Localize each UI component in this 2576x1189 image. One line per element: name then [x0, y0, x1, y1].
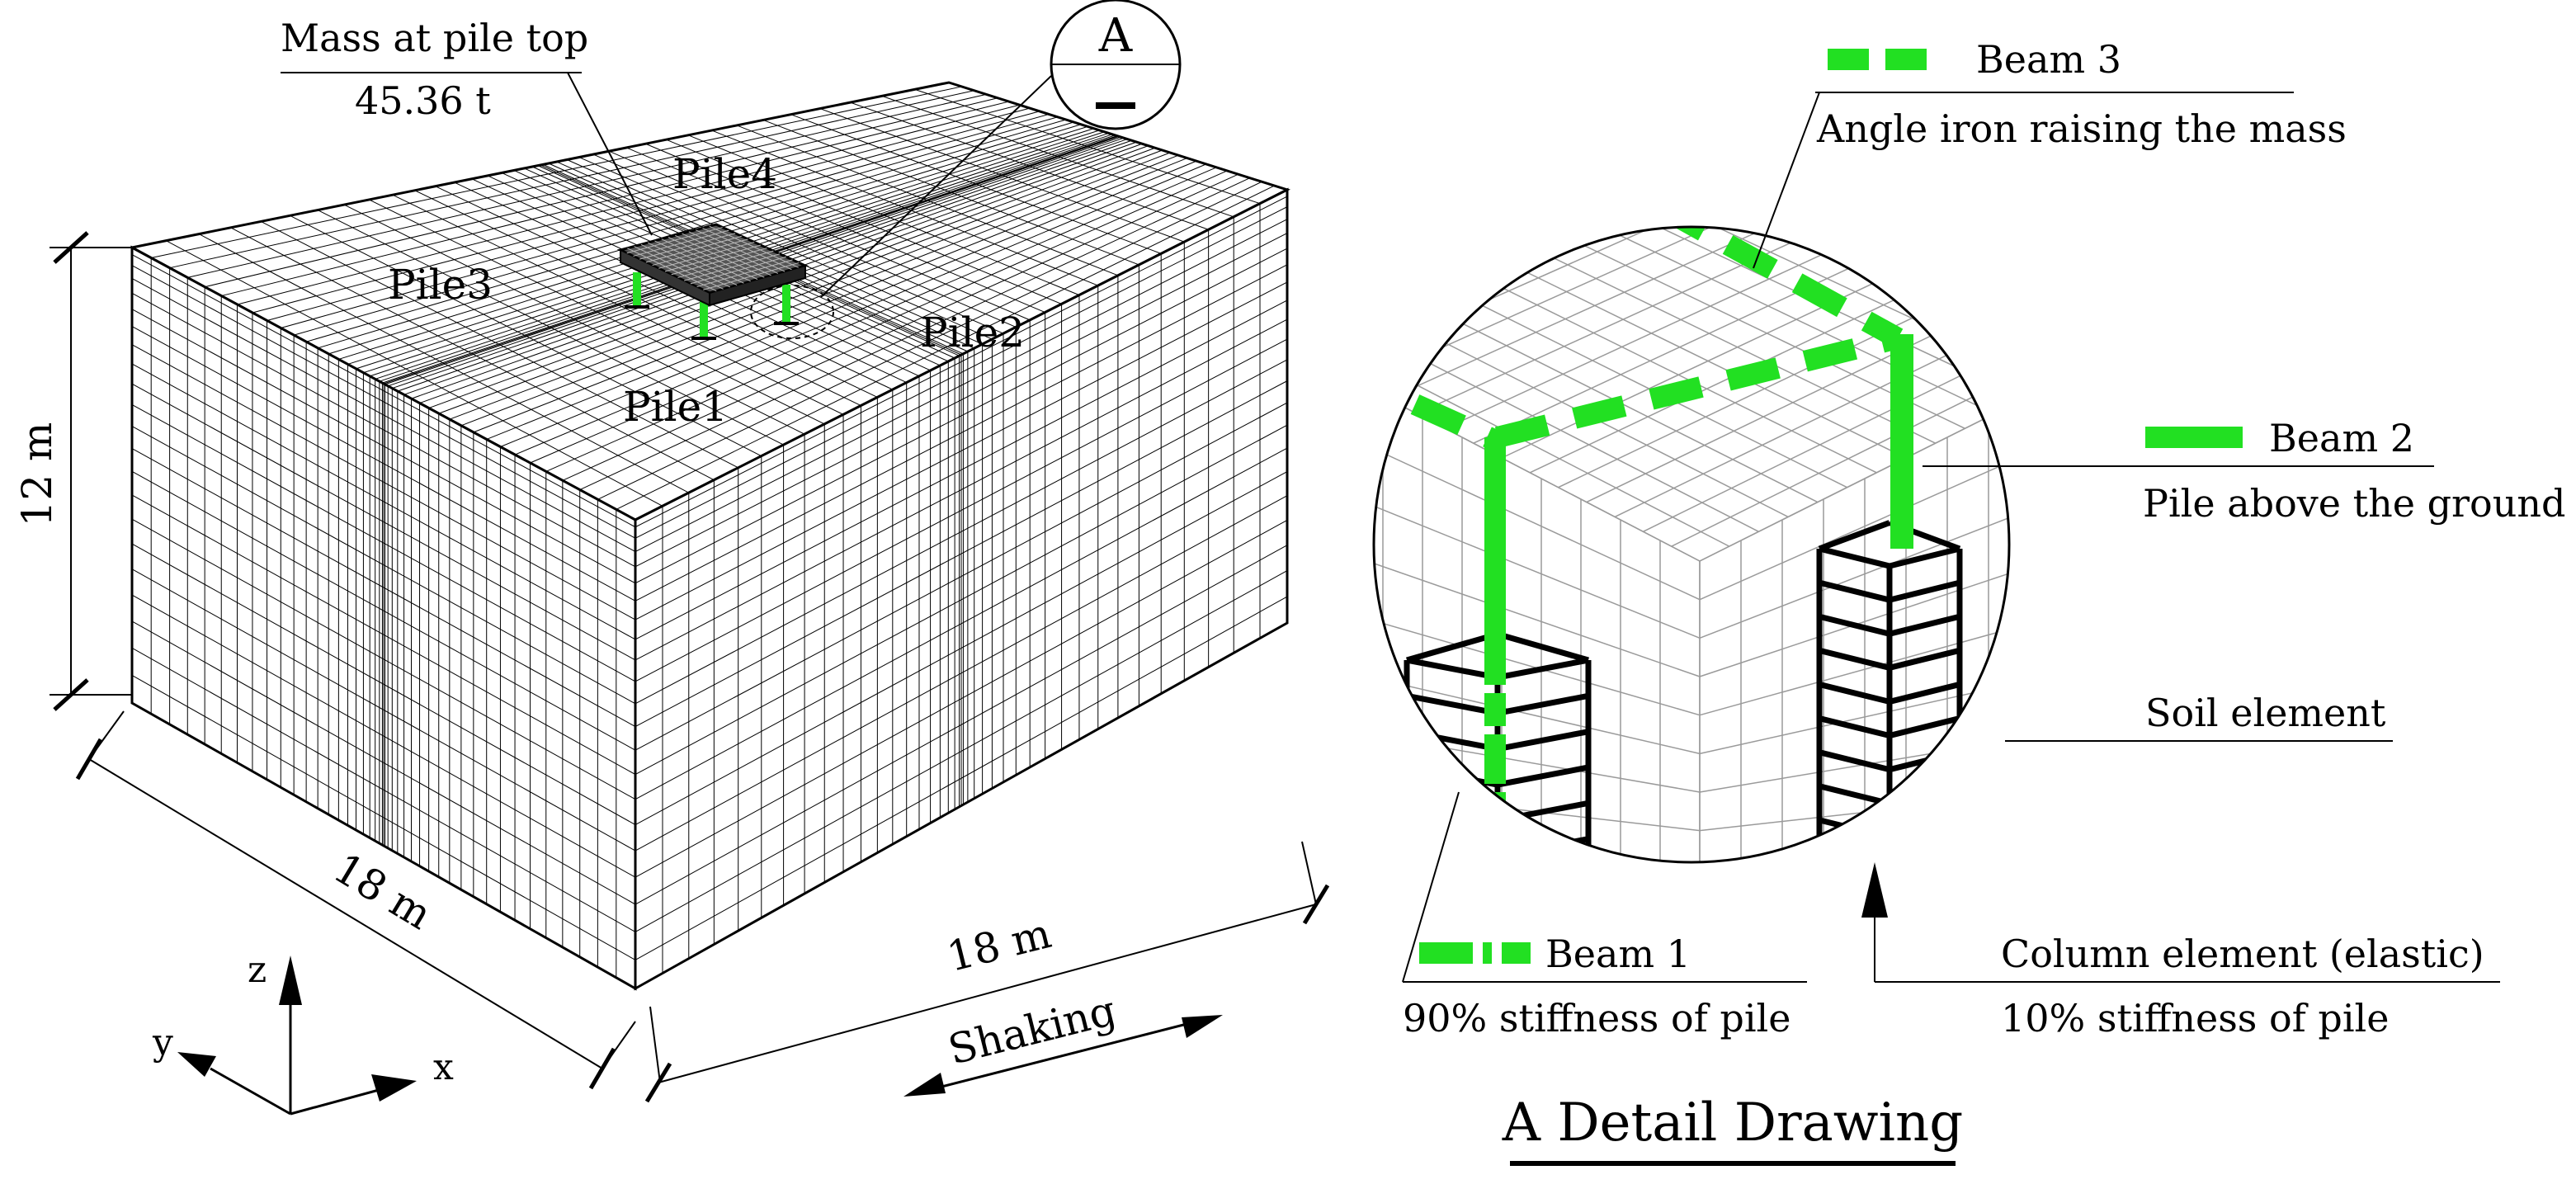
beam3-name: Beam 3: [1976, 37, 2121, 82]
callout-a: A: [820, 0, 1182, 298]
column-element-right: [1816, 520, 1963, 862]
callout-a-letter: A: [1098, 9, 1133, 63]
column-annotation: Column element (elastic) 10% stiffness o…: [1861, 862, 2500, 1040]
beam2-annotation: Beam 2 Pile above the ground: [1923, 416, 2565, 526]
shaking-label: Shaking: [944, 986, 1121, 1073]
y-axis-arrow-icon: [177, 1052, 216, 1077]
beam1-desc: 90% stiffness of pile: [1403, 996, 1790, 1040]
y-axis-label: y: [152, 1022, 173, 1064]
detail-title: A Detail Drawing: [1502, 1092, 1963, 1154]
mass-value: 45.36 t: [355, 78, 491, 123]
soil-annotation: Soil element: [2005, 691, 2393, 742]
beam1-name: Beam 1: [1545, 932, 1691, 976]
pile-1: [691, 299, 716, 340]
coordinate-axes: z x y: [152, 949, 454, 1116]
callout-a-region: [750, 285, 834, 339]
x-axis-arrow-icon: [371, 1074, 417, 1102]
pile-2: [774, 285, 799, 325]
mass-annotation: Mass at pile top 45.36 t: [281, 16, 653, 236]
width-label: 18 m: [942, 909, 1055, 981]
z-axis-label: z: [248, 949, 267, 991]
pile4-label: Pile4: [672, 150, 777, 198]
beam2-desc: Pile above the ground: [2143, 481, 2565, 526]
column-pointer-arrow-icon: [1861, 862, 1888, 918]
beam-3: [1410, 227, 1904, 451]
soil-mesh-block: [128, 81, 1290, 991]
pile-group: [616, 223, 834, 340]
height-label: 12 m: [13, 422, 61, 527]
column-name: Column element (elastic): [2001, 932, 2484, 976]
column-desc: 10% stiffness of pile: [2001, 996, 2389, 1040]
z-axis-arrow-icon: [279, 955, 302, 1005]
beam3-annotation: Beam 3 Angle iron raising the mass: [1753, 37, 2347, 269]
pile1-label: Pile1: [623, 383, 728, 431]
detail-soil-mesh: [1374, 227, 2009, 862]
mass-plate: [616, 223, 809, 307]
mass-label: Mass at pile top: [281, 16, 588, 60]
beam2-name: Beam 2: [2269, 416, 2414, 460]
beam3-desc: Angle iron raising the mass: [1816, 106, 2347, 151]
x-axis-label: x: [433, 1046, 454, 1088]
soil-name: Soil element: [2145, 691, 2386, 735]
beam1-annotation: Beam 1 90% stiffness of pile: [1402, 791, 1807, 1040]
detail-circle: [1372, 225, 2011, 864]
detail-title-group: A Detail Drawing: [1502, 1092, 1963, 1166]
height-dimension: 12 m: [13, 231, 132, 711]
pile2-label: Pile2: [920, 309, 1025, 356]
pile3-label: Pile3: [388, 261, 493, 309]
pile-3: [625, 272, 649, 309]
